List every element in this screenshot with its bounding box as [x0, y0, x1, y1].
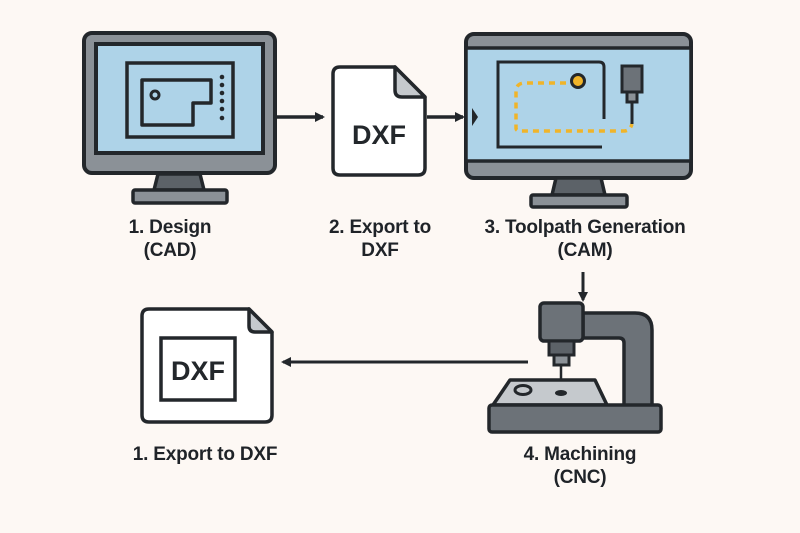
step-subtitle: (CAM) — [557, 240, 613, 261]
step-label-design: 1. Design (CAD) — [100, 216, 240, 262]
step-label-export: 2. Export to DXF — [300, 216, 460, 262]
step-subtitle: DXF — [361, 240, 399, 261]
step-label-toolpath: 3. Toolpath Generation (CAM) — [460, 216, 710, 262]
step-title: 3. Toolpath Generation — [484, 217, 686, 238]
step-title: 4. Machining — [523, 444, 637, 465]
step-title: 1. Design — [128, 217, 212, 238]
step-title: 2. Export to — [328, 217, 432, 238]
step-subtitle: (CAD) — [143, 240, 197, 261]
dxf-file-framed-icon — [140, 307, 274, 424]
step-subtitle: (CNC) — [553, 467, 607, 488]
monitor-cad-icon — [82, 31, 277, 205]
step-label-export-final: 1. Export to DXF — [105, 443, 305, 466]
step-title: 1. Export to DXF — [132, 444, 278, 465]
monitor-cam-icon — [464, 32, 693, 209]
dxf-file-label-bottom: DXF — [171, 356, 225, 386]
dxf-file-icon — [331, 65, 427, 177]
step-label-machining: 4. Machining (CNC) — [490, 443, 670, 489]
dxf-file-label-top: DXF — [352, 120, 406, 150]
cnc-machine-icon — [487, 301, 663, 434]
